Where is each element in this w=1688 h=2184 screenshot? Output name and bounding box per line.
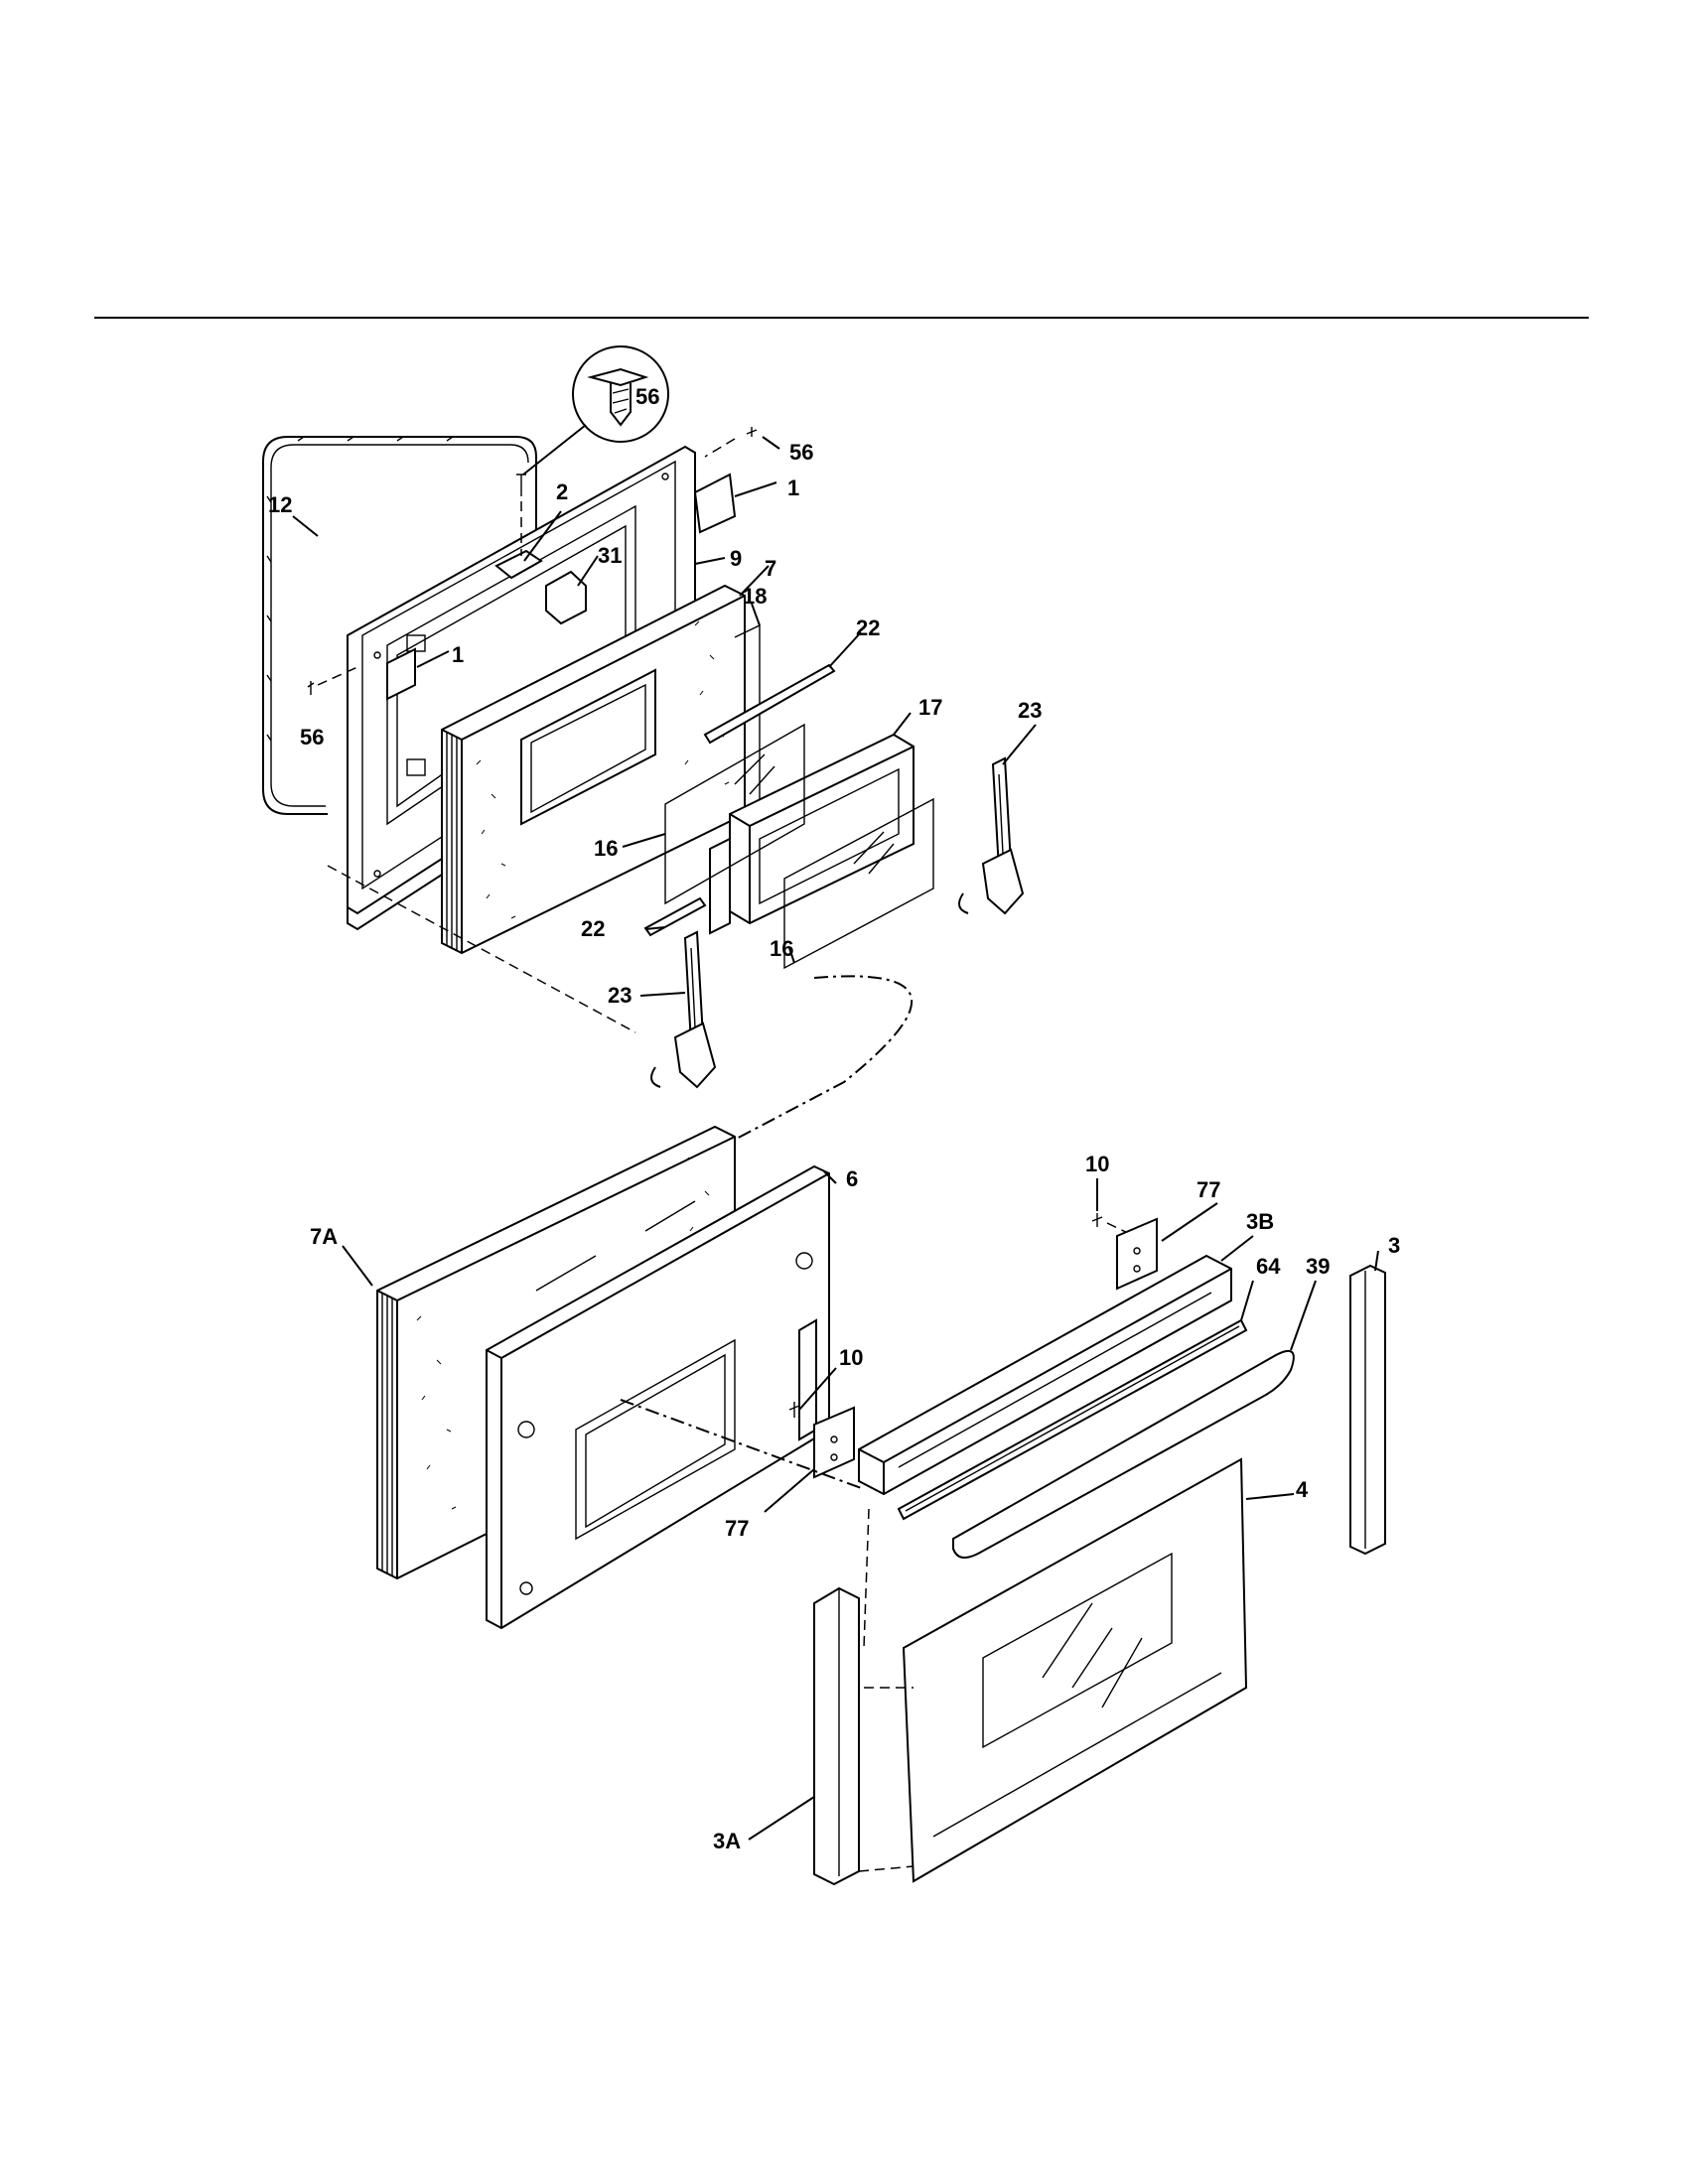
callout-39: 39: [1306, 1254, 1330, 1279]
callout-3A: 3A: [713, 1829, 741, 1853]
callout-1-right: 1: [787, 476, 799, 500]
glass-bracket-22-lower: [643, 896, 707, 937]
dashdot-guide-lower: [620, 1399, 865, 1490]
gasket-strip-64: [897, 1318, 1248, 1521]
callout-23-right: 23: [1018, 698, 1042, 723]
callout-22-upper: 22: [856, 615, 880, 640]
hinge-plate-77-lower: [813, 1406, 855, 1479]
part-31-clip: [545, 570, 587, 625]
hinge-plate-77-upper: [1116, 1217, 1158, 1291]
insulation-7: [441, 584, 746, 955]
screw-56-left: [307, 666, 358, 695]
callout-2: 2: [556, 479, 568, 504]
bracket-1-right: [693, 473, 737, 534]
hinge-23-left: [650, 930, 717, 1089]
dashed-guide-lower: [858, 1508, 914, 1872]
callout-1-left: 1: [452, 642, 464, 667]
outer-door-panel-4: [902, 1457, 1248, 1883]
callout-10-upper: 10: [1085, 1152, 1109, 1176]
callout-77-upper: 77: [1196, 1177, 1220, 1202]
callout-31: 31: [598, 543, 622, 568]
callout-22-lower: 22: [581, 916, 605, 941]
glass-pack-17: [709, 733, 914, 935]
callout-7: 7: [765, 556, 776, 581]
callout-16-upper: 16: [594, 836, 618, 861]
callout-3: 3: [1388, 1233, 1400, 1258]
callout-64: 64: [1256, 1254, 1281, 1279]
leader-lines: [292, 436, 1379, 1841]
callout-10-lower: 10: [839, 1345, 863, 1370]
callout-23-left: 23: [608, 983, 632, 1008]
side-trim-3A: [813, 1586, 860, 1886]
glass-pane-16-lower: [783, 797, 934, 970]
part-2: [494, 549, 543, 580]
callout-56-left: 56: [300, 725, 324, 750]
callout-18: 18: [743, 584, 767, 609]
glass-pane-16-upper: [664, 723, 805, 905]
callout-9: 9: [730, 546, 742, 571]
callout-17: 17: [918, 695, 942, 720]
glass-bracket-22-upper: [703, 663, 836, 745]
callout-6: 6: [846, 1166, 858, 1191]
side-trim-3: [1349, 1264, 1386, 1556]
callout-77-lower: 77: [725, 1516, 749, 1541]
callout-7A: 7A: [310, 1224, 338, 1249]
hinge-23-right: [958, 756, 1025, 915]
screw-10-lower: [788, 1402, 800, 1418]
dashed-guide-upper: [327, 865, 636, 1033]
dashdot-guide-upper: [654, 975, 914, 1182]
top-trim-3B: [858, 1254, 1232, 1496]
callout-4: 4: [1296, 1477, 1309, 1502]
callout-56-magnifier: 56: [635, 384, 659, 409]
magnifier-circle-56: [522, 345, 669, 476]
callout-labels: 56 56 56 1 1 2 12 31 9 7 18 22 22 17 16 …: [268, 384, 1400, 1853]
door-gasket-12: [262, 436, 537, 815]
callout-3B: 3B: [1246, 1209, 1274, 1234]
callout-56-top: 56: [789, 440, 813, 465]
bracket-1-left: [386, 647, 416, 701]
callout-16-lower: 16: [770, 936, 793, 961]
door-handle-39: [952, 1350, 1295, 1559]
callout-12: 12: [268, 492, 292, 517]
screw-56-top: [704, 427, 758, 458]
